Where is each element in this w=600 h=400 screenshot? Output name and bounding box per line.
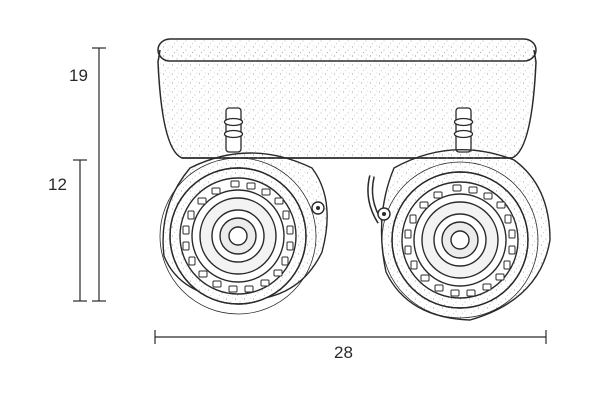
left-stem [223, 107, 244, 153]
width-total-label: 28 [334, 343, 353, 362]
left-spot-head [159, 152, 328, 315]
height-total-label: 19 [69, 66, 88, 85]
dimension-line-head-height [73, 159, 87, 302]
dimension-line-total-height [92, 47, 106, 302]
right-head-vent-ring [404, 184, 516, 297]
right-stem [453, 107, 474, 153]
right-spot-head [367, 149, 551, 321]
dimension-line-total-width [154, 330, 547, 344]
left-head-vent-ring [182, 180, 294, 293]
head-height-label: 12 [48, 175, 67, 194]
ceiling-base-plate [157, 38, 537, 159]
